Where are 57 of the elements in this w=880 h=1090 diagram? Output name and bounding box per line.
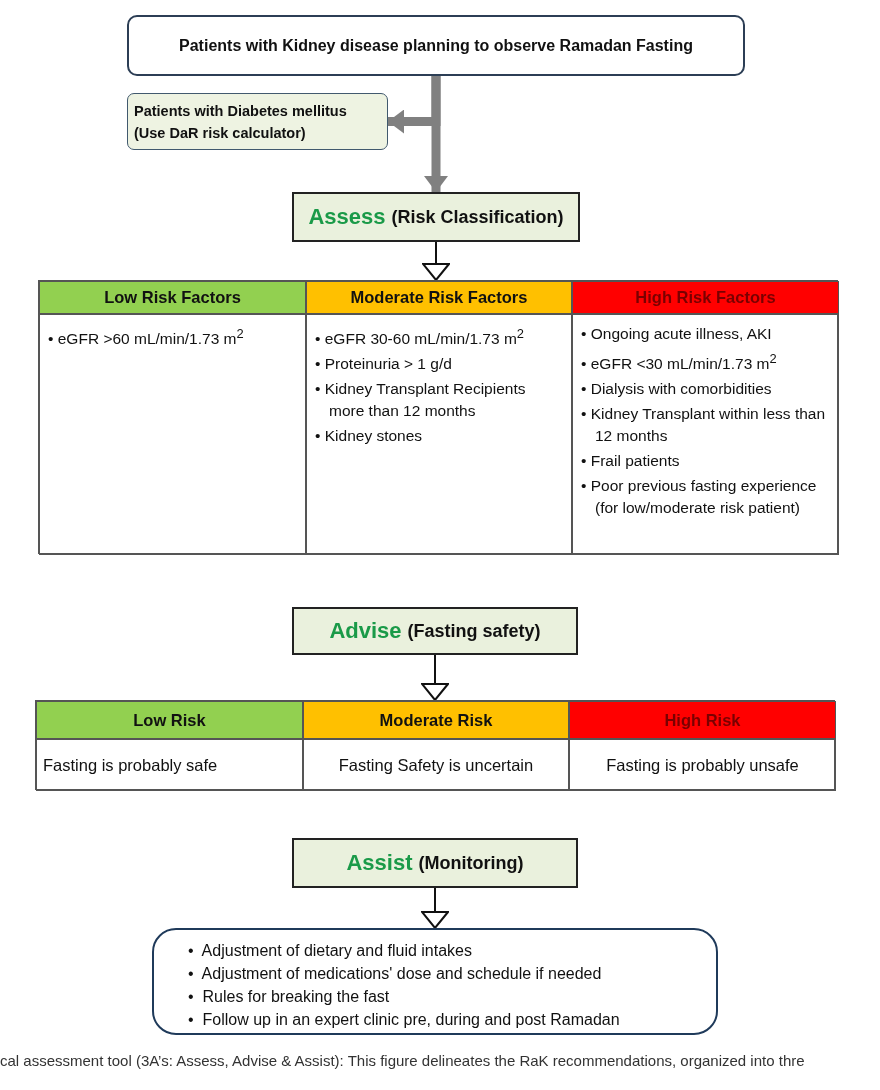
section-title: Assist: [346, 850, 413, 876]
box-text: Fasting is probably safe: [43, 755, 218, 775]
bullet-item: • Kidney stones: [315, 426, 424, 447]
table-header-cell: [39, 281, 306, 314]
section-title: Assess: [308, 204, 386, 230]
bullet-item: • Follow up in an expert clinic pre, during and post Ramadan: [188, 1010, 621, 1030]
arrow: [388, 76, 441, 134]
column-header: High Risk Factors: [635, 288, 776, 307]
process-box: [127, 15, 745, 76]
bullet-item: • eGFR 30-60 mL/min/1.73 m$^{2}$: [315, 325, 526, 350]
column-header: High Risk: [664, 710, 741, 730]
table-cell: [36, 739, 303, 791]
table-frame: [35, 700, 835, 790]
rounded-box: [152, 928, 718, 1035]
arrow: [422, 241, 450, 281]
bullet-item: • Adjustment of dietary and fluid intakes: [188, 941, 473, 961]
bullet-item: • eGFR >60 mL/min/1.73 m$^{2}$: [48, 325, 245, 350]
section-subtitle: (Monitoring): [418, 852, 524, 874]
bullet-item: • Rules for breaking the fast: [188, 987, 391, 1007]
bullet-item: • Kidney Transplant Recipients more than 12 months: [315, 379, 527, 422]
column-header: Moderate Risk Factors: [350, 288, 528, 307]
bullet-item: • Poor previous fasting experience (for low/moderate risk patient): [581, 476, 818, 519]
process-box: [127, 93, 388, 150]
bullet-item: • Proteinuria > 1 g/d: [315, 354, 453, 375]
section-subtitle: (Risk Classification): [391, 206, 564, 228]
table-header-cell: [303, 701, 569, 739]
box-text: Fasting is probably unsafe: [606, 755, 799, 775]
caption: cal assessment tool (3A’s: Assess, Advise & Assist): This figure delineates the RaK recommendations, organized into thre: [0, 1052, 805, 1069]
table-header-cell: [572, 281, 839, 314]
section-subtitle: (Fasting safety): [407, 620, 541, 642]
table-cell: [569, 739, 836, 791]
box-text: Patients with Diabetes mellitus (Use DaR risk calculator): [134, 102, 348, 143]
section-header-box: [292, 838, 578, 888]
box-text: Fasting Safety is uncertain: [338, 755, 534, 775]
bullet-item: • Ongoing acute illness, AKI: [581, 324, 773, 344]
arrow: [421, 654, 449, 701]
section-header-box: [292, 192, 580, 242]
table-header-cell: [569, 701, 836, 739]
bullet-item: • Dialysis with comorbidities: [581, 379, 773, 400]
bullet-item: • Frail patients: [581, 451, 681, 472]
arrow: [421, 887, 449, 929]
bullet-item: • eGFR <30 mL/min/1.73 m$^{2}$: [581, 350, 778, 375]
table-frame: [38, 280, 838, 554]
section-title: Advise: [329, 618, 402, 644]
table-cell: [303, 739, 569, 791]
box-text: Patients with Kidney disease planning to observe Ramadan Fasting: [179, 36, 693, 55]
column-header: Moderate Risk: [379, 710, 493, 730]
bullet-item: • Kidney Transplant within less than 12 months: [581, 404, 827, 447]
table-cell: [306, 314, 572, 555]
table-cell: [39, 314, 306, 555]
table-cell: [572, 314, 839, 555]
table-header-cell: [36, 701, 303, 739]
bullet-item: • Adjustment of medications' dose and schedule if needed: [188, 964, 603, 984]
column-header: Low Risk Factors: [104, 288, 241, 307]
column-header: Low Risk: [133, 710, 206, 730]
table-header-cell: [306, 281, 572, 314]
section-header-box: [292, 607, 578, 655]
